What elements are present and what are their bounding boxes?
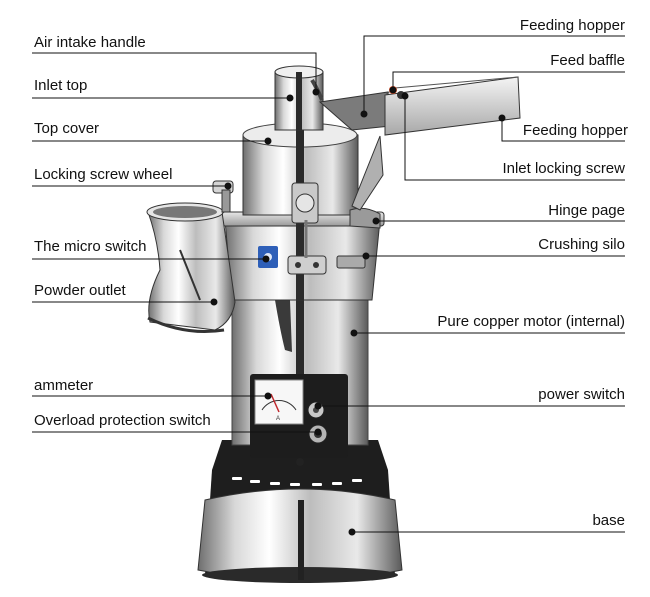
label-air-intake-handle: Air intake handle — [34, 34, 146, 51]
base-part — [197, 440, 403, 583]
label-crushing-silo: Crushing silo — [538, 236, 625, 253]
label-powder-outlet: Powder outlet — [34, 282, 126, 299]
label-power-switch: power switch — [538, 386, 625, 403]
control-panel: A — [250, 374, 348, 466]
label-top-cover: Top cover — [34, 120, 100, 137]
svg-text:A: A — [276, 416, 280, 422]
label-ammeter: ammeter — [34, 377, 94, 394]
label-feeding-hopper-top: Feeding hopper — [519, 17, 625, 34]
leader-lines — [32, 35, 625, 536]
base-vents — [232, 477, 362, 486]
label-hinge-page: Hinge page — [548, 202, 625, 219]
label-micro-switch: The micro switch — [34, 238, 147, 255]
label-overload-protection-switch: Overload protection switch — [34, 412, 211, 429]
powder-outlet-part — [146, 202, 236, 333]
label-feeding-hopper: Feeding hopper — [522, 122, 628, 139]
label-inlet-locking-screw: Inlet locking screw — [502, 160, 625, 177]
label-feed-baffle: Feed baffle — [550, 52, 625, 69]
label-base: base — [592, 512, 625, 529]
label-inlet-top: Inlet top — [34, 77, 88, 94]
feeding-hopper-part — [318, 76, 521, 211]
label-locking-screw-wheel: Locking screw wheel — [34, 166, 173, 183]
label-pure-copper-motor: Pure copper motor (internal) — [437, 313, 625, 330]
